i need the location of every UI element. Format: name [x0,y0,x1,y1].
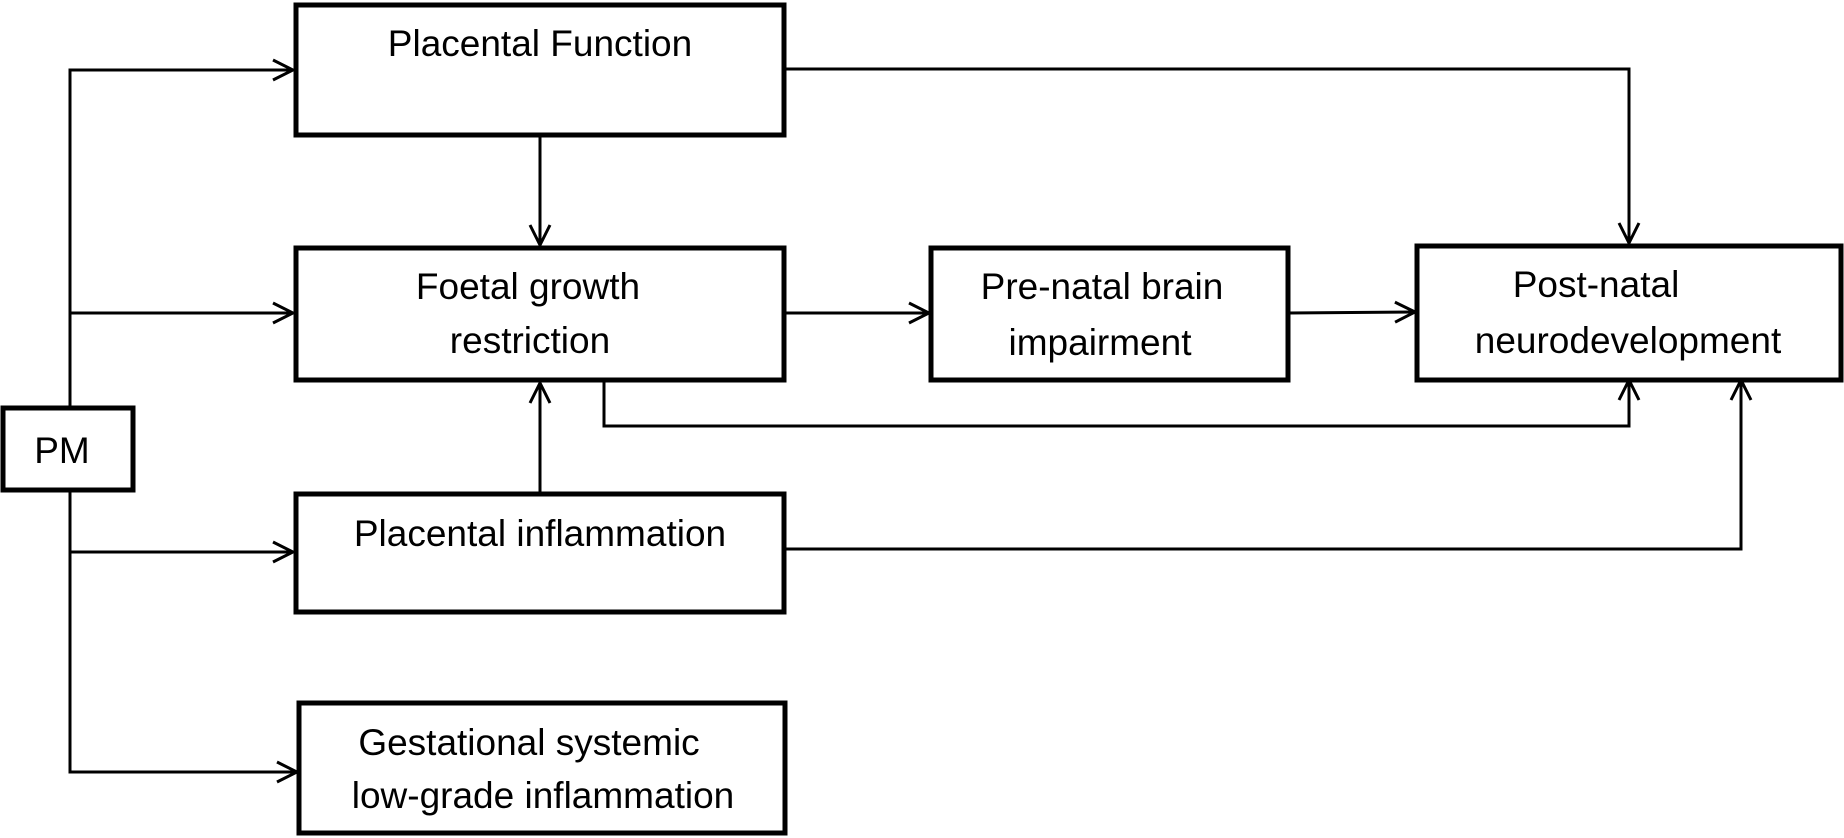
node-pm-box [0,405,136,493]
node-placental-function-label: Placental Function [388,23,692,64]
node-gestational-box [296,700,788,836]
node-prenatal-brain-box [928,245,1291,383]
node-gestational-systemic-inflammation: Gestational systemic low-grade inflammat… [296,700,788,836]
node-pm-label: PM [34,430,90,471]
node-prenatal-brain-impairment: Pre-natal brain impairment [928,245,1291,383]
node-placental-inflammation: Placental inflammation [293,491,787,615]
edges-layer [68,67,1741,772]
edge-prenatal-brain-to-postnatal [1288,312,1415,313]
node-prenatal-brain-label-line2: impairment [1009,322,1193,363]
node-foetal-growth-restriction: Foetal growth restriction [293,245,787,383]
edge-foetal-growth-to-postnatal [602,380,1629,428]
edge-placental-function-to-postnatal [785,67,1629,243]
node-postnatal-neurodevelopment: Post-natal neurodevelopment [1414,243,1844,383]
node-placental-inflammation-label: Placental inflammation [354,513,726,554]
node-placental-function-box [293,2,787,138]
edge-placental-inflammation-to-postnatal [785,380,1741,551]
node-gestational-label-line1: Gestational systemic [358,722,699,763]
edge-pm-to-placental-function [68,70,293,406]
edge-pm-to-placental-inflammation [68,492,293,552]
node-foetal-growth-box [293,245,787,383]
node-postnatal-box [1414,243,1844,383]
edge-pm-to-gestational [68,552,297,772]
node-placental-inflammation-box [293,491,787,615]
node-prenatal-brain-label-line1: Pre-natal brain [981,266,1224,307]
node-gestational-label-line2: low-grade inflammation [352,775,735,816]
node-placental-function: Placental Function [293,2,787,138]
node-foetal-growth-label-line2: restriction [450,320,610,361]
node-postnatal-label-line1: Post-natal [1513,264,1680,305]
node-foetal-growth-label-line1: Foetal growth [416,266,640,307]
node-postnatal-label-line2: neurodevelopment [1475,320,1782,361]
node-pm: PM [0,405,136,493]
